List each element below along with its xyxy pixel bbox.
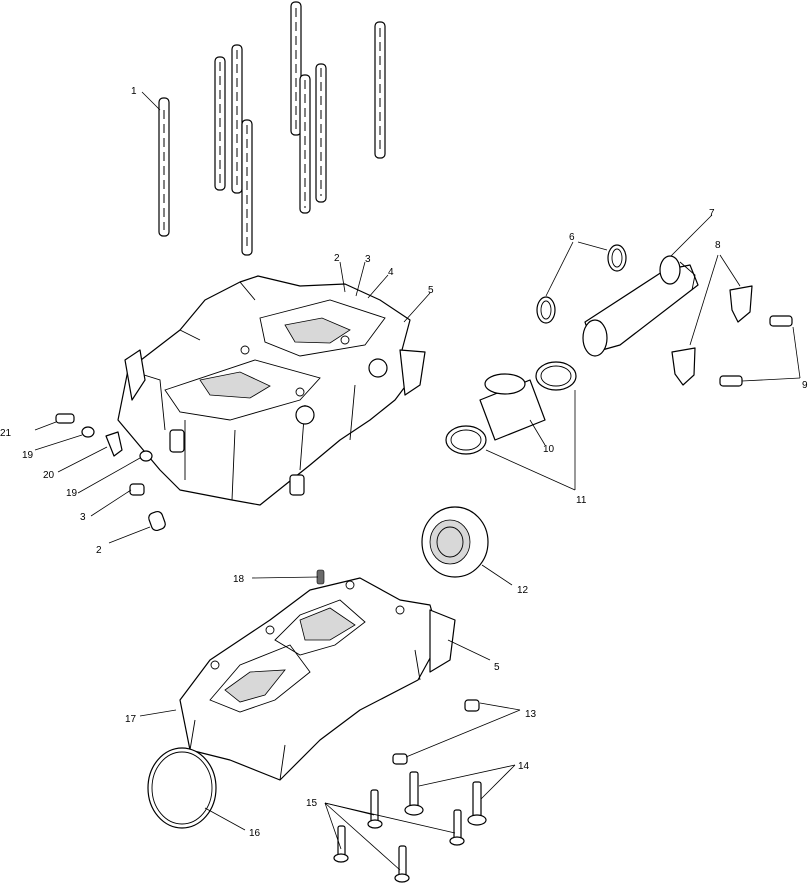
- callout-13: 13: [525, 709, 537, 720]
- oring-16: [147, 747, 217, 829]
- upper-crankcase: [117, 275, 426, 506]
- callout-1: 1: [131, 86, 137, 97]
- seal-12: [421, 506, 489, 578]
- leader-lines: [34, 91, 801, 871]
- callout-9: 9: [802, 380, 808, 391]
- callout-20: 20: [43, 470, 55, 481]
- bolt-9: [719, 315, 793, 387]
- callout-labels: 1 2 3 4 5 6 7 8 9 10 11 12 13 14 15 16 1…: [0, 86, 808, 839]
- callout-10: 10: [543, 444, 555, 455]
- bottom-fasteners: [316, 569, 487, 883]
- callout-5-lower: 5: [494, 662, 500, 673]
- callout-17: 17: [125, 714, 137, 725]
- callout-14: 14: [518, 761, 530, 772]
- callout-19-lower: 19: [66, 488, 78, 499]
- callout-19-upper: 19: [22, 450, 34, 461]
- callout-21: 21: [0, 428, 12, 439]
- crankcase-studs: [158, 1, 386, 256]
- hose-10: [479, 373, 546, 441]
- callout-3-lower: 3: [80, 512, 86, 523]
- oring-6: [536, 244, 627, 324]
- lower-crankcase: [179, 577, 456, 781]
- callout-7: 7: [709, 208, 715, 219]
- callout-12: 12: [517, 585, 529, 596]
- callout-2-upper: 2: [334, 253, 340, 264]
- callout-18: 18: [233, 574, 245, 585]
- bracket-8: [671, 285, 753, 386]
- callout-4: 4: [388, 267, 394, 278]
- callout-8: 8: [715, 240, 721, 251]
- callout-15: 15: [306, 798, 318, 809]
- callout-16: 16: [249, 828, 261, 839]
- callout-3-upper: 3: [365, 254, 371, 265]
- intake-boot-7: [582, 255, 699, 357]
- callout-6: 6: [569, 232, 575, 243]
- callout-5-upper: 5: [428, 285, 434, 296]
- left-fasteners: [55, 413, 166, 532]
- callout-11: 11: [576, 495, 587, 506]
- clamp-11: [445, 361, 577, 455]
- callout-2-lower: 2: [96, 545, 102, 556]
